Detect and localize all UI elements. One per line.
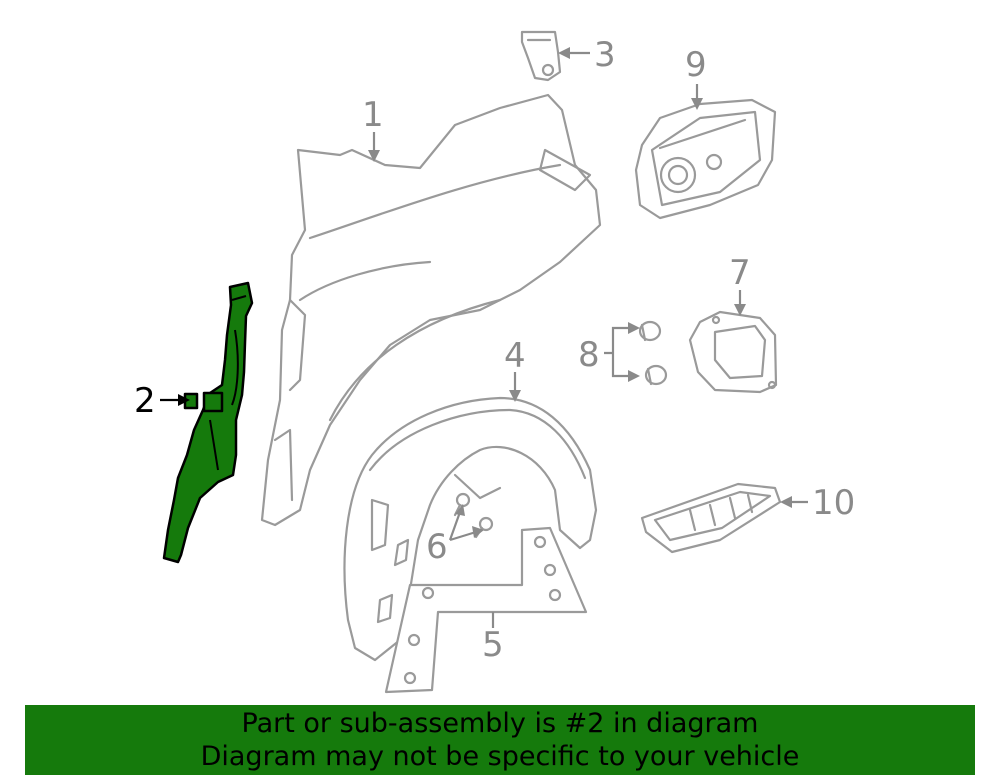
callout-9: 9 [685,45,707,85]
splash-shield-part [384,526,588,694]
parts-diagram: 1 2 3 4 5 6 7 8 9 10 [134,30,855,694]
callout-2[interactable]: 2 [134,381,156,421]
fuel-filler-housing-part [634,98,777,220]
callout-1: 1 [362,95,384,135]
fuel-door-part [688,310,778,394]
callout-7: 7 [729,253,751,293]
clip-parts [638,320,668,386]
callout-10: 10 [812,483,855,523]
quarter-panel-part [260,93,602,527]
bracket-part-highlighted[interactable] [162,281,254,564]
hinge-bracket-part [520,30,562,82]
callout-5: 5 [482,625,504,665]
wheelhouse-liner-part [343,396,598,662]
callout-6: 6 [426,527,448,567]
storage-tray-part [640,482,782,554]
leader-lines [160,47,808,628]
callout-3: 3 [594,35,616,75]
callout-8: 8 [578,335,600,375]
callout-4: 4 [504,336,526,376]
screw-parts [453,492,494,539]
banner-line-2: Diagram may not be specific to your vehi… [200,741,800,772]
info-banner: Part or sub-assembly is #2 in diagram Di… [25,705,975,775]
banner-line-1: Part or sub-assembly is #2 in diagram [241,708,759,739]
